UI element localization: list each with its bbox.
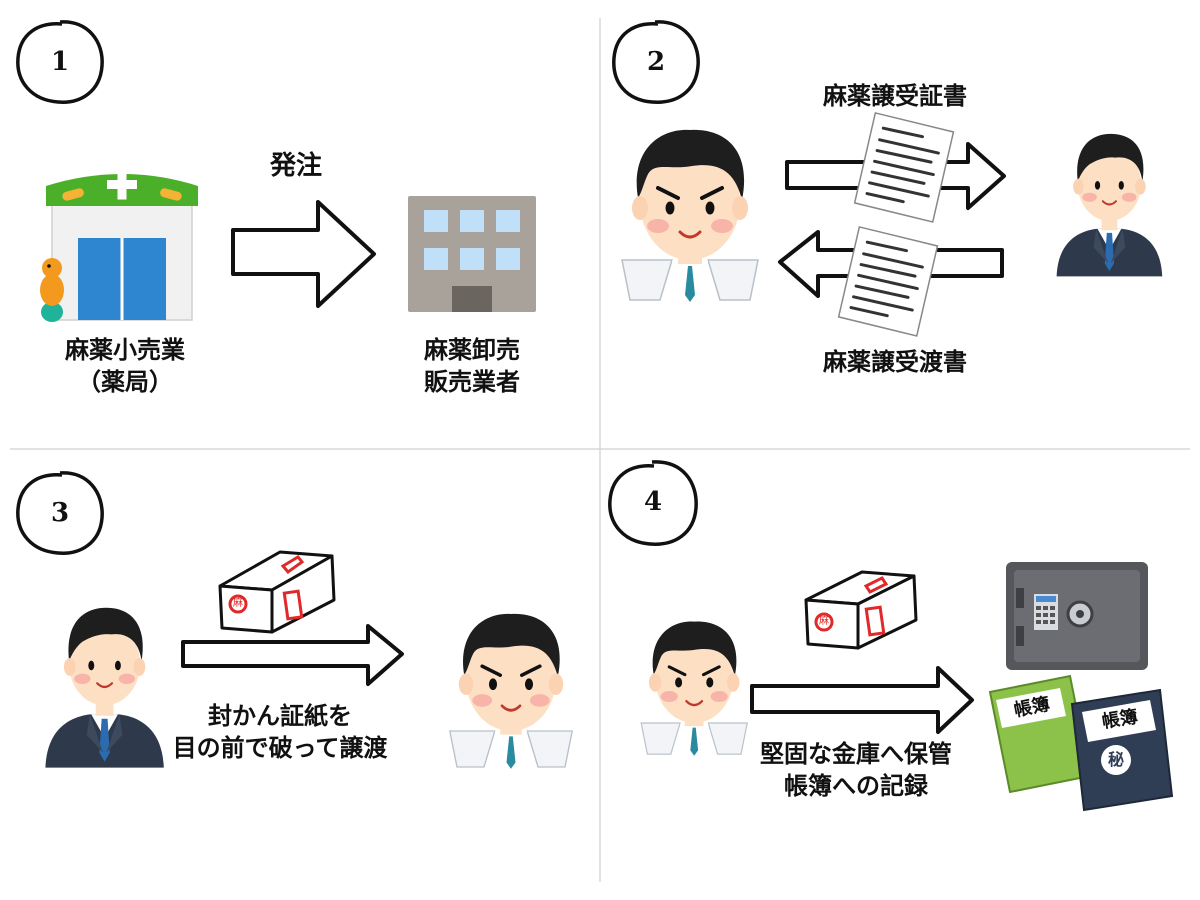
transfer-doc-label: 麻薬譲受渡書 — [823, 347, 967, 376]
storage-caption-line2: 帳簿への記録 — [784, 771, 928, 800]
secret-mark: 秘 — [1107, 750, 1124, 769]
certificate-document — [852, 110, 957, 225]
seal-mark: 麻 — [819, 616, 829, 627]
wholesaler-label-line2: 販売業者 — [424, 367, 520, 396]
storage-caption: 堅固な金庫へ保管 帳簿への記録 — [736, 738, 976, 802]
step-circle-4 — [608, 460, 698, 546]
pharmacist-avatar — [447, 612, 575, 771]
mascot-icon — [40, 274, 64, 306]
seal-sticker — [814, 576, 889, 637]
pharmacy-building — [40, 169, 198, 322]
sealed-package — [218, 550, 336, 634]
seal-sticker — [228, 555, 305, 621]
step-number-4: 4 — [643, 487, 663, 517]
businessman-avatar — [1055, 132, 1164, 278]
seal-mark: 麻 — [233, 598, 243, 609]
order-label: 発注 — [269, 151, 322, 181]
pharmacy-label-line1: 麻薬小売業 — [65, 335, 185, 364]
pharmacy-label: 麻薬小売業 （薬局） — [30, 334, 220, 398]
handover-caption-line1: 封かん証紙を — [208, 701, 352, 730]
step-number-1: 1 — [50, 47, 70, 77]
wholesaler-label: 麻薬卸売 販売業者 — [382, 334, 562, 398]
handover-caption-line2: 目の前で破って譲渡 — [172, 733, 388, 762]
step-number-2: 2 — [646, 47, 666, 77]
pharmacy-label-line2: （薬局） — [77, 367, 173, 396]
ledger-book-green — [988, 674, 1092, 794]
step-number-3: 3 — [50, 498, 70, 528]
wholesaler-building — [408, 196, 536, 312]
step-circle-3 — [16, 471, 104, 555]
handover-arrow — [181, 624, 404, 686]
step-circles — [16, 20, 700, 555]
certificate-label: 麻薬譲受証書 — [823, 81, 967, 110]
pill-icon — [160, 188, 182, 201]
step-circle-1 — [16, 20, 104, 104]
mascot-base — [41, 302, 63, 322]
safe-icon — [1006, 562, 1148, 670]
pharmacist-avatar — [639, 619, 749, 758]
order-arrow — [231, 200, 376, 308]
wholesaler-label-line1: 麻薬卸売 — [424, 335, 520, 364]
sealed-package — [804, 570, 918, 650]
step-circle-2 — [612, 20, 700, 104]
ledger-book-navy — [1070, 688, 1174, 812]
pharmacist-avatar — [620, 127, 760, 304]
storage-arrow — [750, 666, 974, 734]
storage-caption-line1: 堅固な金庫へ保管 — [760, 739, 952, 768]
businessman-avatar — [44, 606, 165, 769]
pill-icon — [62, 188, 84, 201]
handover-caption: 封かん証紙を 目の前で破って譲渡 — [150, 700, 410, 764]
transfer-document — [836, 224, 941, 339]
